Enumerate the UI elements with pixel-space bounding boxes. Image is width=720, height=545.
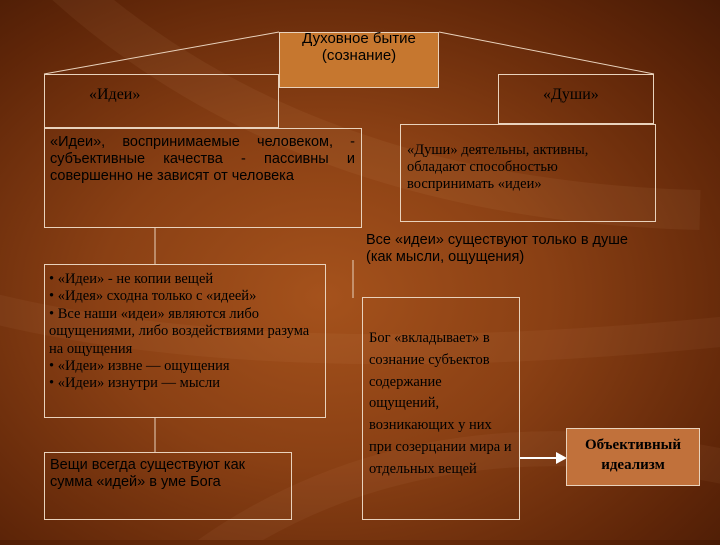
bullet-item: • Все наши «идеи» являются либо ощущения… <box>49 305 310 357</box>
souls-description-text: «Души» деятельны, активны, обладают спос… <box>407 142 589 192</box>
ideas-header-box: «Идеи» <box>44 74 279 128</box>
bullet-item: • «Идея» сходна только с «идеей» <box>49 288 257 305</box>
objective-idealism-label: Объективный идеализм <box>585 437 681 473</box>
souls-header-label: «Души» <box>543 86 599 103</box>
arrow-icon <box>520 452 567 464</box>
things-box: Вещи всегда существуют как сумма «идей» … <box>44 452 292 520</box>
center-title: Духовное бытие (сознание) <box>302 30 416 64</box>
ideas-bullets-box: • «Идеи» - не копии вещей • «Идея» сходн… <box>44 264 326 418</box>
bullet-item: • «Идеи» извне — ощущения <box>49 357 230 374</box>
ideas-description-box: «Идеи», воспринимаемые человеком, - субъ… <box>44 128 362 228</box>
bullet-item: • «Идеи» изнутри — мысли <box>49 375 220 392</box>
bullet-item: • «Идеи» - не копии вещей <box>49 271 214 287</box>
things-text: Вещи всегда существуют как сумма «идей» … <box>50 457 245 491</box>
ideas-description-text: «Идеи», воспринимаемые человеком, - субъ… <box>50 134 355 184</box>
god-text: Бог «вкладывает» в сознание субъектов со… <box>369 330 512 477</box>
souls-header-box: «Души» <box>498 74 654 124</box>
souls-description-box: «Души» деятельны, активны, обладают спос… <box>400 124 656 222</box>
ideas-header-label: «Идеи» <box>89 86 141 103</box>
center-title-box: Духовное бытие (сознание) <box>279 30 439 88</box>
souls-note: Все «идеи» существуют только в душе (как… <box>366 232 634 267</box>
souls-note-text: Все «идеи» существуют только в душе (как… <box>366 232 628 266</box>
god-box: Бог «вкладывает» в сознание субъектов со… <box>362 297 520 520</box>
objective-idealism-box: Объективный идеализм <box>566 428 700 486</box>
